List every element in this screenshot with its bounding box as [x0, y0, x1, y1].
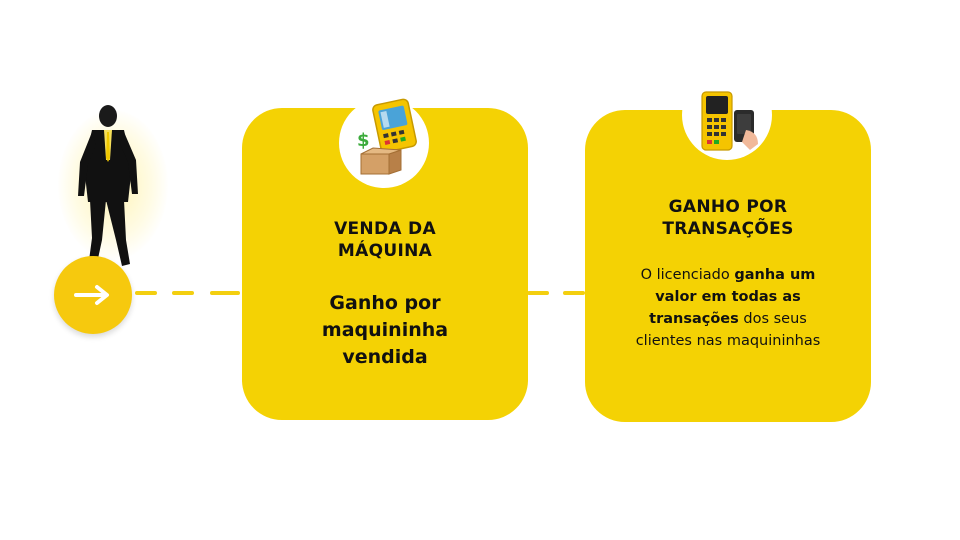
desc-line: O licenciado ganha um	[585, 264, 871, 286]
card-ganho-transacoes: GANHO POR TRANSAÇÕES O licenciado ganha …	[585, 110, 871, 422]
arrow-right-icon	[74, 285, 109, 305]
card-description: O licenciado ganha um valor em todas as …	[585, 264, 871, 352]
card-subtitle-line: vendida	[342, 346, 428, 368]
card-icon-badge: $	[339, 98, 429, 188]
desc-text: clientes nas maquininhas	[635, 333, 821, 349]
card-title-line: MÁQUINA	[337, 241, 433, 261]
card-title: GANHO POR TRANSAÇÕES	[585, 196, 871, 240]
businessman-walking-icon	[78, 105, 138, 268]
start-circle	[54, 256, 132, 334]
desc-bold: transações	[649, 311, 739, 327]
card-machine-payment-icon	[701, 91, 758, 151]
card-icon-badge	[682, 70, 772, 160]
card-subtitle-line: maquininha	[321, 319, 449, 341]
desc-line: transações dos seus	[585, 308, 871, 330]
pos-terminal-box-money-icon: $	[357, 98, 417, 175]
connector-dash	[563, 291, 585, 295]
connector-dash	[527, 291, 549, 295]
connector-dash	[135, 291, 157, 295]
connector-dash	[210, 291, 240, 295]
card-subtitle: Ganho por maquininha vendida	[242, 290, 528, 371]
connector-dash	[172, 291, 194, 295]
card-title-line: GANHO POR	[668, 197, 788, 217]
desc-line: clientes nas maquininhas	[585, 330, 871, 352]
desc-text: O licenciado	[640, 267, 735, 283]
desc-bold: valor em todas as	[655, 289, 801, 305]
desc-bold: ganha um	[734, 267, 816, 283]
desc-text: dos seus	[738, 311, 807, 327]
card-title: VENDA DA MÁQUINA	[242, 218, 528, 262]
card-subtitle-line: Ganho por	[329, 292, 441, 314]
svg-text:$: $	[357, 130, 370, 151]
card-title-line: TRANSAÇÕES	[662, 219, 794, 239]
desc-line: valor em todas as	[585, 286, 871, 308]
card-title-line: VENDA DA	[334, 219, 436, 239]
